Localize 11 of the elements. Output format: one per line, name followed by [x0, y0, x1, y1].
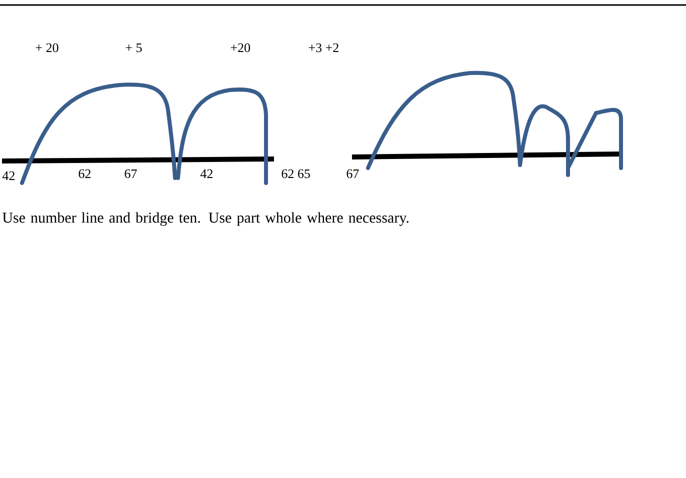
number-label: + 5 — [126, 43, 142, 52]
number-label: 67 — [346, 169, 359, 178]
number-label: + 20 — [36, 43, 58, 52]
number-label: 62 65 — [282, 169, 310, 178]
number-label: +3 +2 — [308, 43, 338, 52]
number-label: 62 — [78, 169, 90, 178]
number-label: 67 — [124, 169, 137, 178]
number-label: 42 — [2, 171, 14, 180]
instruction-text: Use number line and bridge ten. Use part whole where necessary. — [2, 212, 408, 226]
number-label: 42 — [200, 169, 212, 178]
number-label: +20 — [230, 43, 250, 52]
